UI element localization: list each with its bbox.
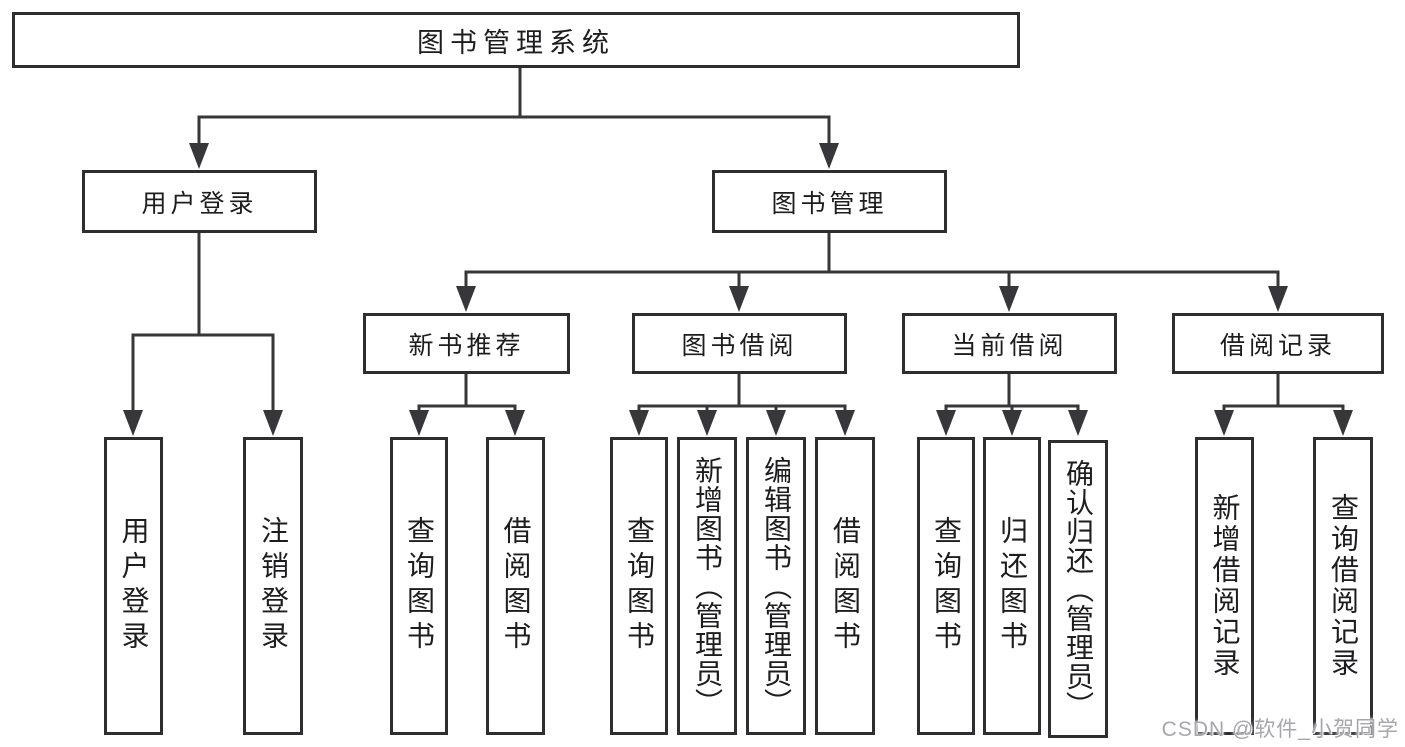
leaf-add-borrow-record: 新增借阅记录 (1195, 437, 1254, 735)
leaf-edit-books-admin-label: 编辑图书（管理员） (761, 455, 792, 717)
arrowheads (123, 143, 1353, 436)
leaf-query-borrow-record: 查询借阅记录 (1313, 437, 1373, 735)
leaf-borrow-books-recommend-label: 借阅图书 (500, 516, 532, 656)
csdn-watermark: CSDN @软件_小贺同学 (1161, 718, 1399, 741)
tree-edges (131, 68, 1345, 414)
leaf-query-books-recommend: 查询图书 (390, 437, 448, 735)
node-current-borrowing: 当前借阅 (902, 313, 1117, 374)
node-root-system: 图书管理系统 (12, 12, 1020, 68)
leaf-query-books-current: 查询图书 (917, 437, 975, 735)
leaf-confirm-return-admin: 确认归还（管理员） (1048, 440, 1108, 738)
node-root-label: 图书管理系统 (417, 27, 615, 58)
leaf-return-books: 归还图书 (983, 437, 1041, 735)
node-book-management-label: 图书管理 (771, 189, 888, 218)
leaf-user-login: 用户登录 (104, 437, 163, 735)
node-book-management: 图书管理 (712, 170, 947, 233)
node-user-login: 用户登录 (82, 170, 317, 233)
leaf-logout-label: 注销登录 (258, 516, 289, 656)
leaf-return-books-label: 归还图书 (997, 516, 1028, 656)
leaf-borrow-books-label: 借阅图书 (830, 516, 861, 656)
node-new-book-recommend-label: 新书推荐 (408, 331, 525, 360)
leaf-borrow-books: 借阅图书 (815, 437, 875, 735)
leaf-query-books-current-label: 查询图书 (931, 516, 962, 656)
leaf-query-borrow-record-label: 查询借阅记录 (1328, 493, 1359, 679)
leaf-user-login-label: 用户登录 (118, 516, 150, 656)
node-current-borrowing-label: 当前借阅 (951, 331, 1068, 360)
node-new-book-recommend: 新书推荐 (363, 313, 570, 374)
leaf-confirm-return-admin-label: 确认归还（管理员） (1063, 458, 1094, 720)
leaf-borrow-books-recommend: 借阅图书 (486, 437, 545, 735)
leaf-logout: 注销登录 (243, 437, 303, 735)
node-borrowing-records: 借阅记录 (1172, 313, 1384, 374)
node-user-login-label: 用户登录 (141, 189, 258, 218)
leaf-query-books-borrowing-label: 查询图书 (624, 516, 655, 656)
node-book-borrowing: 图书借阅 (632, 313, 847, 374)
node-book-borrowing-label: 图书借阅 (681, 331, 798, 360)
leaf-add-borrow-record-label: 新增借阅记录 (1209, 493, 1241, 679)
node-borrowing-records-label: 借阅记录 (1219, 331, 1336, 360)
leaf-query-books-borrowing: 查询图书 (610, 437, 668, 735)
leaf-add-books-admin: 新增图书（管理员） (677, 437, 737, 735)
leaf-add-books-admin-label: 新增图书（管理员） (692, 455, 723, 717)
leaf-query-books-recommend-label: 查询图书 (404, 516, 435, 656)
leaf-edit-books-admin: 编辑图书（管理员） (746, 437, 806, 735)
